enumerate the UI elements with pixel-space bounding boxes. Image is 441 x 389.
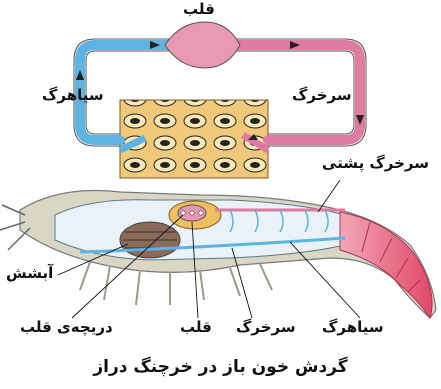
heart-valve-dot	[190, 211, 194, 215]
heart-top-shape	[165, 22, 240, 68]
label-gill: آبشش	[6, 266, 53, 281]
label-vein-left: سیاهرگ	[42, 88, 104, 103]
label-heart-bottom: قلب	[180, 320, 212, 335]
heart-valve-dot	[181, 211, 185, 215]
label-artery-right: سرخرگ	[292, 88, 352, 103]
heart-valve-dot	[199, 211, 203, 215]
label-artery-bottom: سرخرگ	[236, 320, 296, 335]
figure-caption: گردش خون باز در خرچنگ دراز	[0, 357, 441, 377]
label-heart-top: قلب	[183, 2, 215, 17]
label-heart-valve: دریچه‌ی قلب	[20, 320, 113, 335]
label-vein-bottom: سیاهرگ	[322, 320, 384, 335]
label-dorsal-artery: سرخرگ پشتی	[322, 156, 429, 171]
